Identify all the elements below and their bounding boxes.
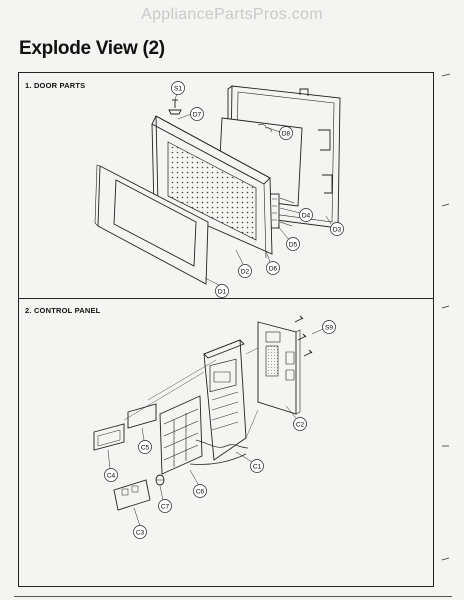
door-screen-d1 [94,164,209,285]
section-divider [18,298,434,299]
knob-c7 [155,474,165,486]
lens-c4 [93,423,125,451]
callout-c1-label: C1 [253,464,262,471]
button-c3 [113,479,151,511]
callout-d1: D1 [215,284,229,298]
callout-c1: C1 [250,459,264,473]
section-label-door-parts: 1. DOOR PARTS [25,81,86,90]
diagram-frame [18,72,434,587]
callout-d5-label: D5 [289,242,298,249]
control-panel-drawing [93,315,313,511]
callout-c7: C7 [158,499,172,513]
margin-marks [441,73,451,561]
door-parts-drawing [94,85,341,285]
callout-d3-label: D3 [333,227,342,234]
callout-c7-label: C7 [161,504,170,511]
callout-c2-label: C2 [296,422,305,429]
section-label-control-panel: 2. CONTROL PANEL [25,306,101,315]
callout-d6: D6 [266,261,280,275]
pcb-bracket-c2 [257,321,301,415]
callout-c6: C6 [193,484,207,498]
window-c5 [127,403,157,429]
callout-d2: D2 [238,264,252,278]
panel-frame-c1 [203,339,247,461]
page-bottom-rule [14,596,452,597]
callout-c6-label: C6 [196,489,205,496]
callout-c5: C5 [138,440,152,454]
callout-d1-label: D1 [218,289,227,296]
callout-d4: D4 [299,208,313,222]
callout-d8: D8 [279,126,293,140]
keypad-c6 [159,395,249,475]
callout-c3: C3 [133,525,147,539]
door-callouts: S1 D7 D8 D4 D3 D5 D6 D2 D1 [171,81,344,298]
callout-c2: C2 [293,417,307,431]
callout-d8-label: D8 [282,131,291,138]
callout-s9: S9 [322,320,336,334]
callout-d3: D3 [330,222,344,236]
page-title: Explode View (2) [19,38,165,59]
callout-d5: D5 [286,237,300,251]
callout-d4-label: D4 [302,213,311,220]
screws-s9 [294,315,313,357]
watermark: AppliancePartsPros.com [141,6,323,23]
control-callouts: S9 C2 C5 C4 C1 C6 C7 C3 [104,320,336,539]
callout-d2-label: D2 [241,269,250,276]
callout-d7-label: D7 [193,112,202,119]
control-leader-lines [107,328,324,527]
callout-c4-label: C4 [107,473,116,480]
callout-d6-label: D6 [269,266,278,273]
screw-s1 [168,99,182,115]
door-body-d2 [151,115,273,259]
callout-s1-label: S1 [174,86,182,93]
callout-c3-label: C3 [136,530,145,537]
callout-s1: S1 [171,81,185,95]
callout-c4: C4 [104,468,118,482]
callout-d7: D7 [190,107,204,121]
callout-c5-label: C5 [141,445,150,452]
callout-s9-label: S9 [325,325,333,332]
